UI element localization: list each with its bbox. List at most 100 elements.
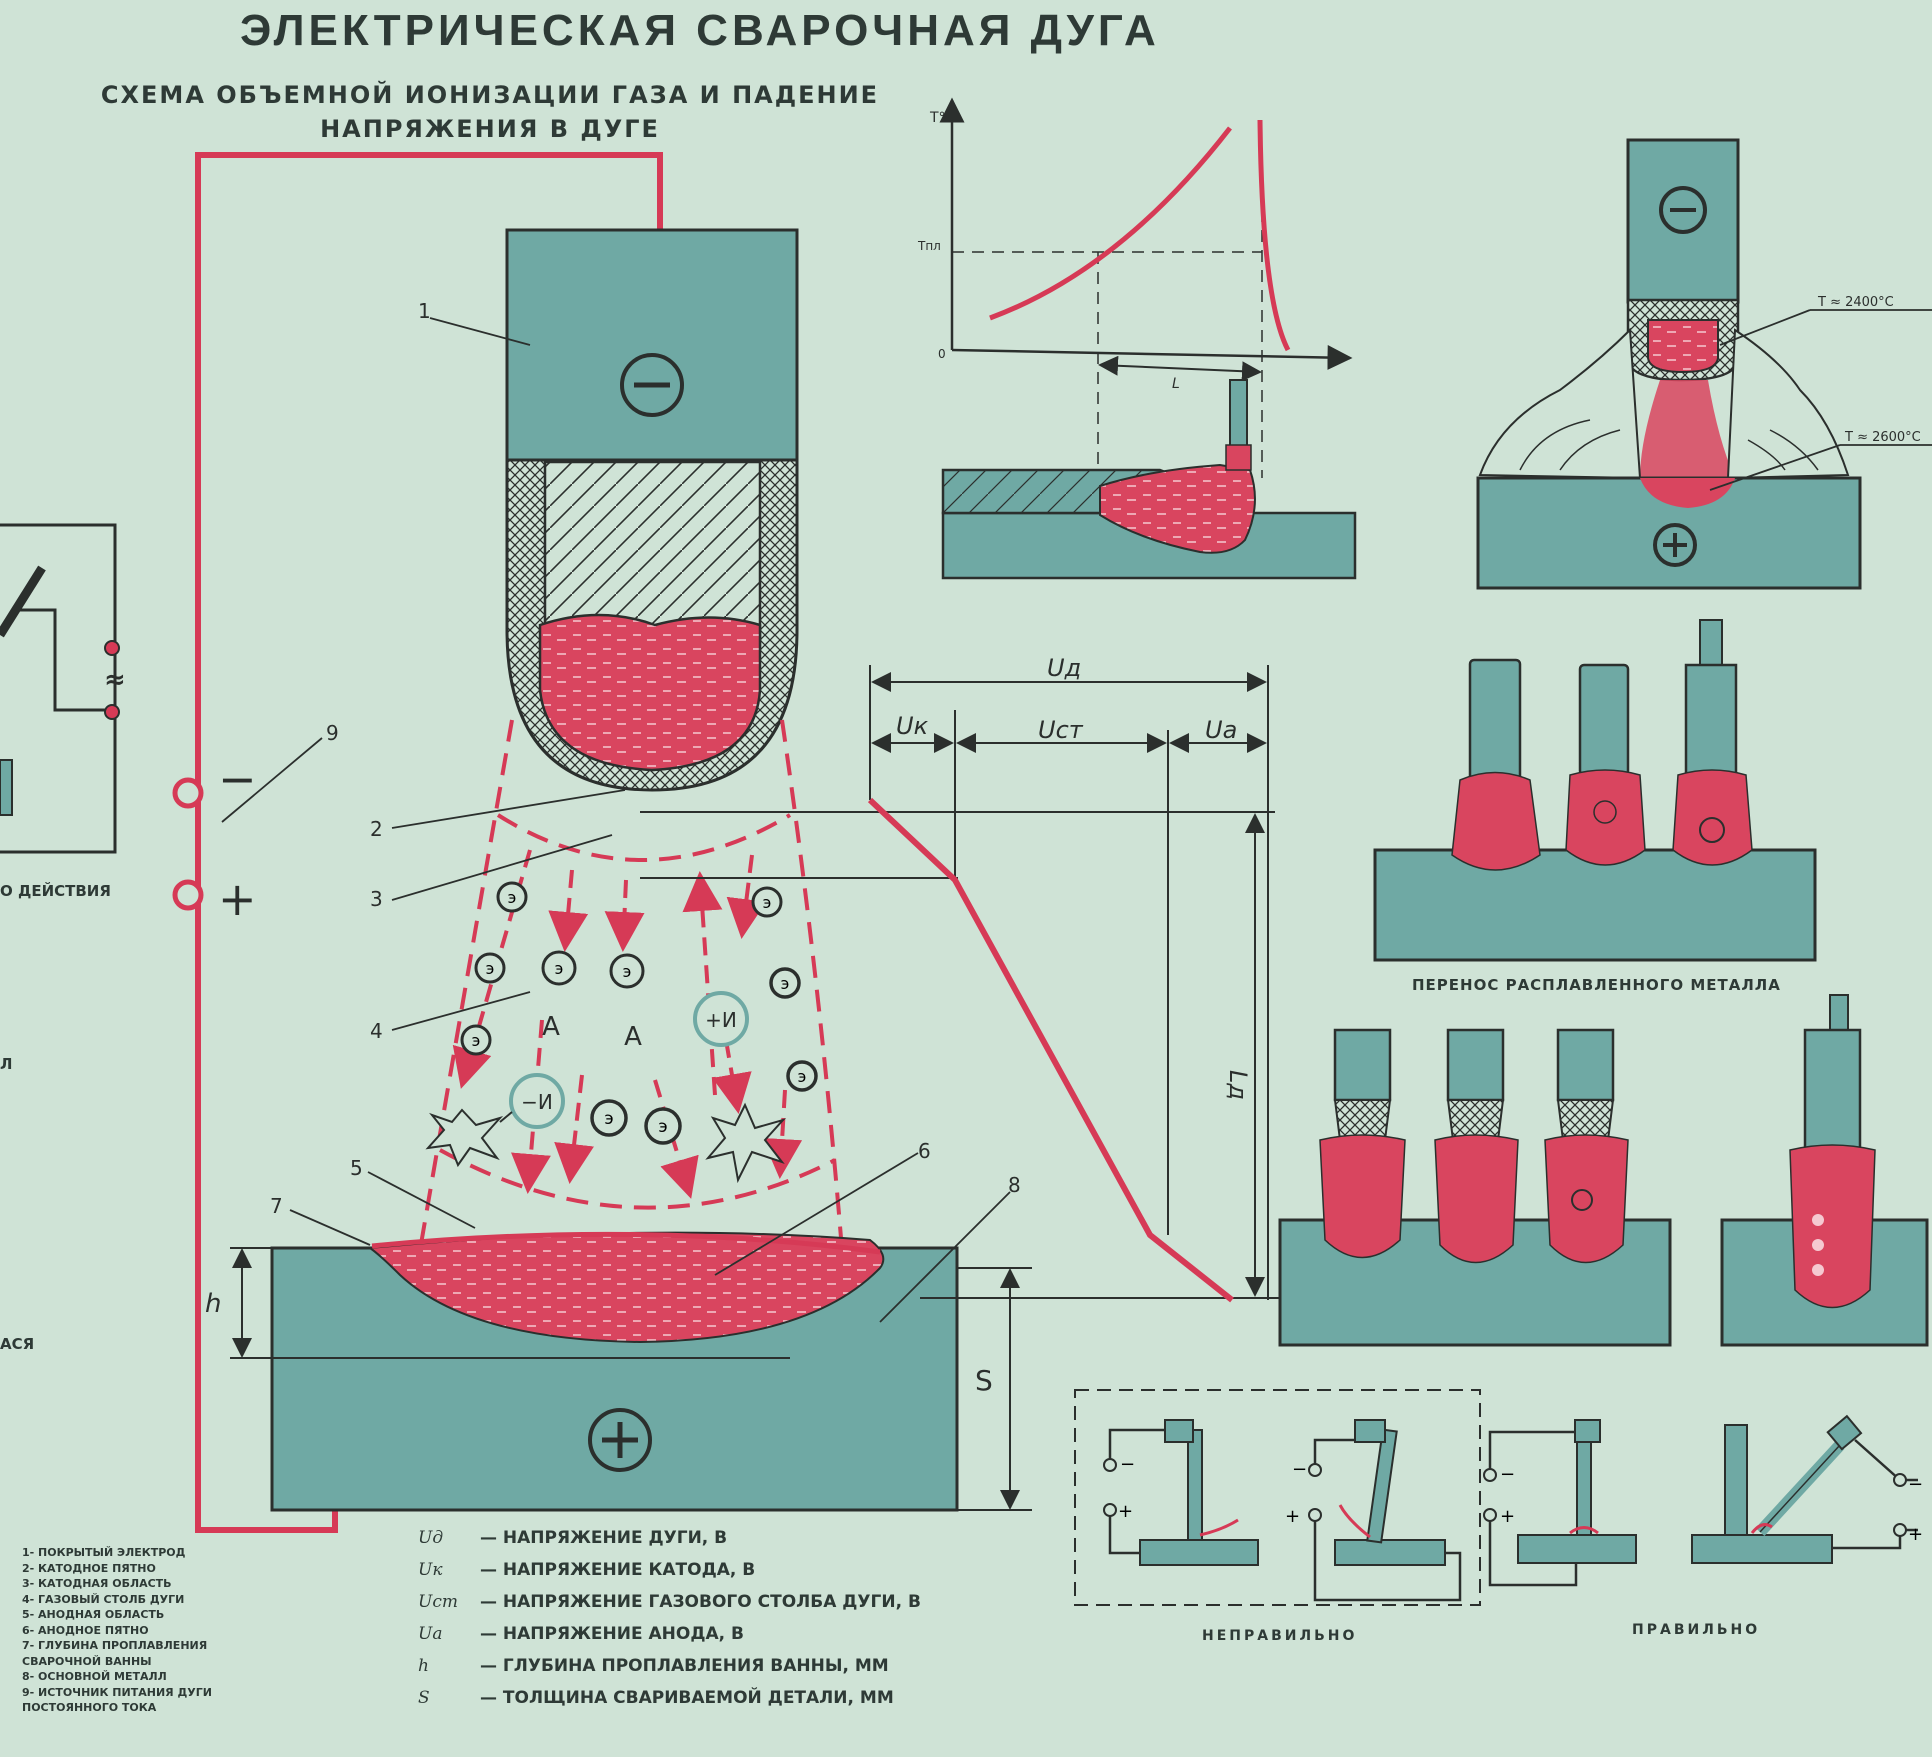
- symbol-legend-row: Uст— НАПРЯЖЕНИЕ ГАЗОВОГО СТОЛБА ДУГИ, В: [418, 1586, 921, 1618]
- legend-text: — НАПРЯЖЕНИЕ КАТОДА, В: [480, 1560, 756, 1580]
- terminal-plus-sign: +: [218, 872, 257, 926]
- numbered-legend: 1- ПОКРЫТЫЙ ЭЛЕКТРОД 2- КАТОДНОЕ ПЯТНО 3…: [22, 1545, 292, 1716]
- svg-text:э: э: [763, 893, 772, 912]
- callout-2: 2: [370, 817, 383, 841]
- legend-item: 7- ГЛУБИНА ПРОПЛАВЛЕНИЯ: [22, 1639, 208, 1652]
- arc-column: [418, 719, 844, 1251]
- svg-text:э: э: [508, 888, 517, 907]
- callout-1: 1: [418, 299, 431, 323]
- dimension-lines: [230, 1247, 1032, 1511]
- svg-text:+: +: [1500, 1506, 1515, 1527]
- ac-symbol: ≈: [104, 665, 126, 695]
- legend-item: ПОСТОЯННОГО ТОКА: [22, 1701, 157, 1714]
- svg-text:э: э: [781, 974, 790, 993]
- symbol-legend-row: Uа— НАПРЯЖЕНИЕ АНОДА, В: [418, 1618, 921, 1650]
- base-metal: [270, 1231, 959, 1512]
- plus-terminal: [172, 879, 204, 911]
- legend-text: — НАПРЯЖЕНИЕ АНОДА, В: [480, 1624, 744, 1644]
- right-scheme-1: − +: [1483, 1419, 1637, 1587]
- callout-5: 5: [350, 1156, 363, 1180]
- label-ud: Uд: [1047, 654, 1081, 682]
- legend-text: — НАПРЯЖЕНИЕ ГАЗОВОГО СТОЛБА ДУГИ, В: [480, 1592, 921, 1612]
- wrong-caption: НЕПРАВИЛЬНО: [1202, 1628, 1358, 1644]
- legend-item: 5- АНОДНАЯ ОБЛАСТЬ: [22, 1608, 165, 1621]
- atom-1: А: [542, 1012, 560, 1042]
- svg-text:−И: −И: [521, 1090, 553, 1114]
- arc-temperature-scheme: T ≈ 2400°C T ≈ 2600°C: [1476, 138, 1932, 590]
- svg-text:э: э: [658, 1117, 667, 1137]
- subtitle-line-2: НАПРЯЖЕНИЯ В ДУГЕ: [320, 115, 660, 143]
- callout-7: 7: [270, 1194, 283, 1218]
- symbol-legend-row: S— ТОЛЩИНА СВАРИВАЕМОЙ ДЕТАЛИ, ММ: [418, 1682, 921, 1714]
- poster-title: ЭЛЕКТРИЧЕСКАЯ СВАРОЧНАЯ ДУГА: [240, 6, 1160, 55]
- graph-t-melt: Tпл: [917, 239, 941, 253]
- symbol-legend: Uд— НАПРЯЖЕНИЕ ДУГИ, В Uк — НАПРЯЖЕНИЕ КА…: [418, 1522, 921, 1714]
- legend-item: 9- ИСТОЧНИК ПИТАНИЯ ДУГИ: [22, 1685, 212, 1699]
- svg-text:э: э: [623, 962, 632, 981]
- minus-terminal: [172, 777, 204, 809]
- arc-particles: э э э э э э э э э э А А +И −И: [425, 881, 818, 1184]
- svg-text:э: э: [555, 959, 564, 978]
- svg-text:−: −: [1120, 1454, 1135, 1475]
- legend-symbol: h: [418, 1656, 429, 1676]
- callout-9: 9: [326, 721, 339, 745]
- legend-symbol: Uк: [418, 1560, 443, 1580]
- callout-numbers: 1 2 3 4 5 6 7 8 9: [270, 299, 1021, 1218]
- legend-item: 1- ПОКРЫТЫЙ ЭЛЕКТРОД: [22, 1546, 186, 1559]
- atom-2: А: [624, 1022, 642, 1052]
- right-scheme-2: − +: [1691, 1414, 1923, 1564]
- coated-electrode: [505, 228, 799, 792]
- legend-text: — НАПРЯЖЕНИЕ ДУГИ, В: [480, 1528, 728, 1548]
- label-arc-length: Lд: [1224, 1070, 1252, 1100]
- wrong-scheme-2: − +: [1285, 1419, 1462, 1602]
- legend-symbol: S: [418, 1688, 430, 1708]
- thickness-s-label: S: [975, 1364, 993, 1397]
- electron-9: э: [590, 1099, 628, 1137]
- legend-item: 3- КАТОДНАЯ ОБЛАСТЬ: [22, 1577, 172, 1590]
- electron-10: э: [644, 1107, 682, 1145]
- depth-h-label: h: [205, 1289, 221, 1319]
- callout-8: 8: [1008, 1173, 1021, 1197]
- electron-1: э: [496, 881, 528, 913]
- callout-4: 4: [370, 1019, 383, 1043]
- electron-4: э: [541, 950, 577, 986]
- electron-6: э: [769, 967, 801, 999]
- svg-text:−: −: [1292, 1459, 1307, 1480]
- collision-flash-1: [425, 1108, 504, 1168]
- temp-label-1: T ≈ 2400°C: [1817, 295, 1894, 310]
- svg-text:э: э: [486, 959, 495, 978]
- negative-ion: −И: [509, 1073, 565, 1129]
- svg-text:э: э: [472, 1031, 481, 1050]
- svg-text:−: −: [1908, 1474, 1923, 1495]
- svg-text:+: +: [1118, 1501, 1133, 1522]
- positive-ion: +И: [693, 991, 749, 1047]
- transfer-caption: ПЕРЕНОС РАСПЛАВЛЕННОГО МЕТАЛЛА: [1412, 976, 1781, 994]
- label-ust: Uст: [1038, 716, 1084, 744]
- electron-3: э: [474, 952, 506, 984]
- callout-leaders: [221, 317, 1011, 1323]
- callout-3: 3: [370, 887, 383, 911]
- symbol-legend-row: Uд— НАПРЯЖЕНИЕ ДУГИ, В: [418, 1522, 921, 1554]
- graph-origin: 0: [938, 347, 946, 361]
- callout-6: 6: [918, 1139, 931, 1163]
- symbol-legend-row: h — ГЛУБИНА ПРОПЛАВЛЕНИЯ ВАННЫ, ММ: [418, 1650, 921, 1682]
- edge-text-3: АСЯ: [0, 1335, 35, 1353]
- subtitle-line-1: СХЕМА ОБЪЕМНОЙ ИОНИЗАЦИИ ГАЗА И ПАДЕНИЕ: [100, 81, 880, 109]
- graph-length-l: L: [1172, 376, 1180, 392]
- edge-text-1: О ДЕЙСТВИЯ: [0, 882, 111, 900]
- voltage-drop-diagram: Uд Uк Uст Uа Lд: [640, 654, 1280, 1303]
- electron-7: э: [460, 1024, 492, 1056]
- electron-8: э: [786, 1060, 818, 1092]
- temperature-graph: T° Tпл 0 L: [917, 97, 1353, 478]
- svg-text:−: −: [1500, 1464, 1515, 1485]
- legend-item: СВАРОЧНОЙ ВАННЫ: [22, 1654, 152, 1668]
- diagram-subtitle: СХЕМА ОБЪЕМНОЙ ИОНИЗАЦИИ ГАЗА И ПАДЕНИЕ …: [100, 78, 880, 146]
- legend-text: — ГЛУБИНА ПРОПЛАВЛЕНИЯ ВАННЫ, ММ: [480, 1656, 889, 1676]
- penetration-series: [1278, 994, 1929, 1347]
- graph-t-axis: T°: [929, 110, 946, 126]
- legend-item: 2- КАТОДНОЕ ПЯТНО: [22, 1561, 156, 1575]
- cropped-side-scheme: ≈: [0, 523, 126, 854]
- symbol-legend-row: Uк — НАПРЯЖЕНИЕ КАТОДА, В: [418, 1554, 921, 1586]
- svg-text:+И: +И: [705, 1008, 737, 1032]
